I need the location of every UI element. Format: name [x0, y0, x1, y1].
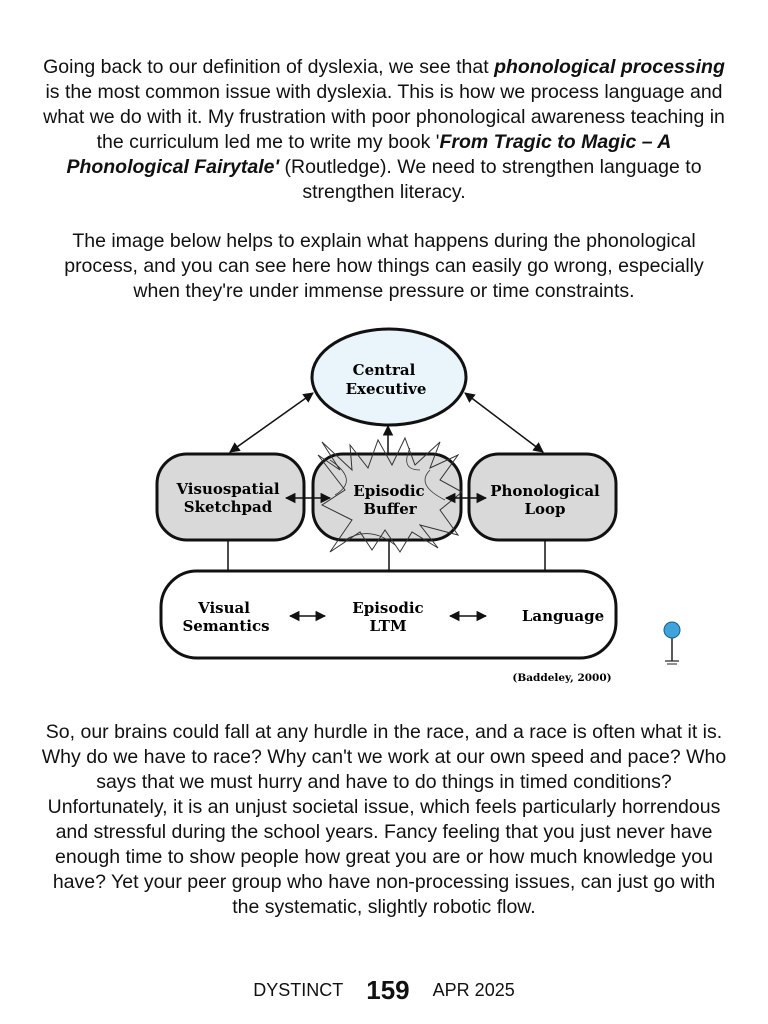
page-number: 159	[366, 975, 410, 1005]
language-label: Language	[522, 607, 604, 625]
issue-date: APR 2025	[432, 980, 515, 1000]
visuospatial-label-2: Sketchpad	[184, 498, 273, 516]
visual-semantics-label-1: Visual	[197, 599, 250, 617]
episodic-buffer-label-1: Episodic	[353, 482, 424, 500]
arrow-central-phono	[464, 392, 544, 453]
episodic-ltm-label-1: Episodic	[352, 599, 423, 617]
intro-paragraph: Going back to our definition of dyslexia…	[43, 56, 725, 203]
citation: (Baddeley, 2000)	[512, 672, 611, 684]
scribble-overlay-2	[329, 447, 446, 546]
pin-icon	[663, 621, 681, 665]
episodic-ltm-label-2: LTM	[369, 617, 406, 635]
long-term-systems-node	[159, 569, 618, 660]
visual-semantics-label-2: Semantics	[182, 617, 269, 635]
arrow-central-visuo	[229, 392, 314, 453]
diagram-intro-paragraph: The image below helps to explain what ha…	[64, 230, 704, 302]
scribble-overlay	[317, 436, 463, 553]
magazine-name: DYSTINCT	[253, 980, 344, 1000]
central-executive-label-2: Executive	[346, 380, 427, 398]
page-footer: DYSTINCT 159 APR 2025	[0, 975, 768, 1006]
central-executive-label-1: Central	[353, 361, 416, 379]
visuospatial-label-1: Visuospatial	[175, 480, 279, 498]
episodic-buffer-label-2: Buffer	[363, 500, 417, 518]
phonological-loop-label-2: Loop	[524, 500, 565, 518]
phonological-loop-label-1: Phonological	[490, 482, 600, 500]
closing-paragraph: So, our brains could fall at any hurdle …	[41, 721, 727, 918]
working-memory-diagram: Central Executive Visuospatial Sketchpad…	[155, 327, 681, 684]
